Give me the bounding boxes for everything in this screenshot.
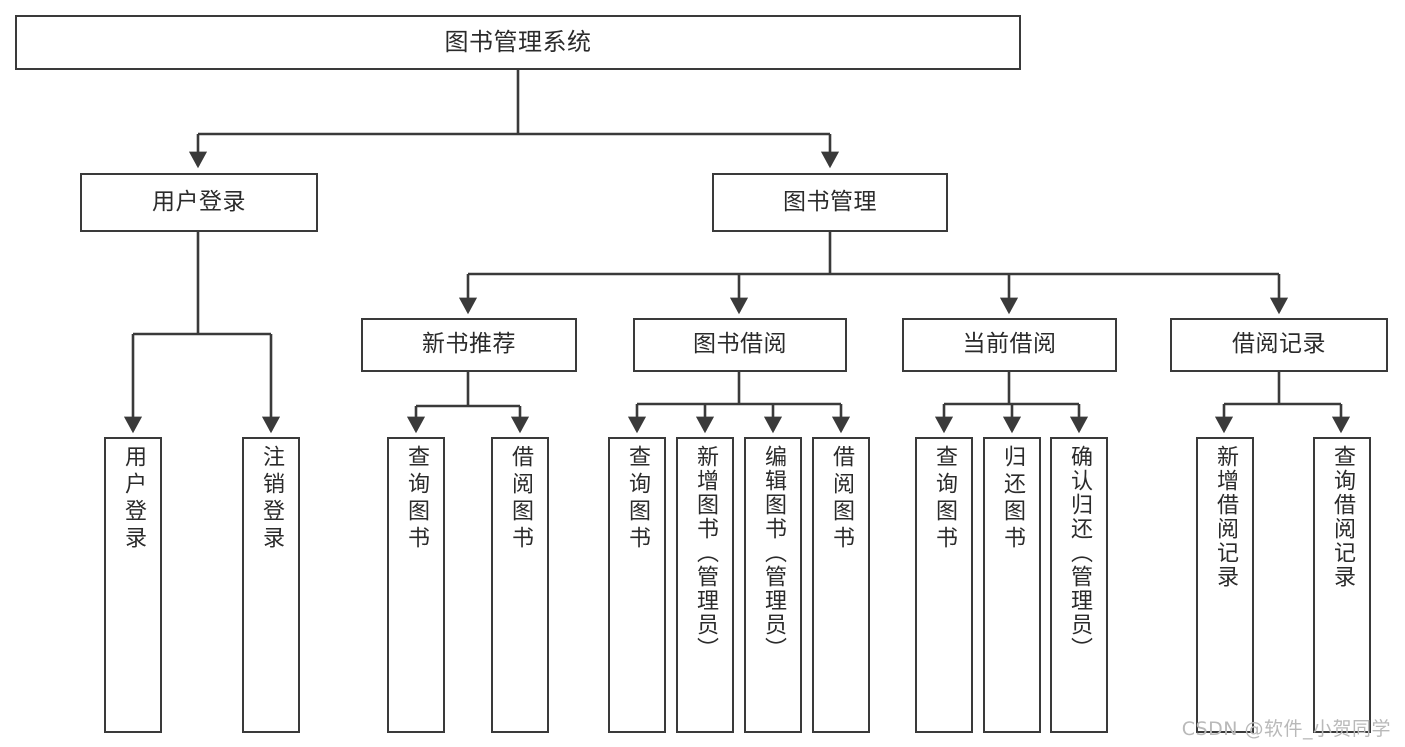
node-label: 借阅图书 [508,445,533,553]
node-label: 归还图书 [1000,445,1025,553]
node-label: 借阅记录 [1232,331,1326,358]
leaf-borrow-book-new-rec[interactable]: 借阅图书 [491,437,549,733]
node-label: 注销登录 [259,445,284,553]
watermark: CSDN @软件_小贺同学 [1181,718,1391,740]
node-label: 用户登录 [121,445,146,553]
leaf-confirm-return-admin[interactable]: 确认归还（管理员） [1050,437,1108,733]
leaf-query-book-new-rec[interactable]: 查询图书 [387,437,445,733]
leaf-query-book-current[interactable]: 查询图书 [915,437,973,733]
leaf-query-book-borrow[interactable]: 查询图书 [608,437,666,733]
leaf-edit-book-admin[interactable]: 编辑图书（管理员） [744,437,802,733]
node-label: 查询图书 [625,445,650,553]
node-label: 查询借阅记录 [1330,445,1355,589]
leaf-add-borrow-record[interactable]: 新增借阅记录 [1196,437,1254,733]
node-book-borrow[interactable]: 图书借阅 [633,318,847,372]
leaf-user-login[interactable]: 用户登录 [104,437,162,733]
node-label: 查询图书 [932,445,957,553]
node-label: 新增借阅记录 [1213,445,1238,589]
node-root-book-management-system[interactable]: 图书管理系统 [15,15,1021,70]
node-label: 新增图书（管理员） [693,445,718,661]
leaf-borrow-book[interactable]: 借阅图书 [812,437,870,733]
node-label: 当前借阅 [962,331,1057,358]
node-new-book-recommendation[interactable]: 新书推荐 [361,318,577,372]
node-user-login[interactable]: 用户登录 [80,173,318,232]
leaf-add-book-admin[interactable]: 新增图书（管理员） [676,437,734,733]
node-label: 图书管理系统 [444,28,592,57]
node-label: 借阅图书 [829,445,854,553]
node-label: 确认归还（管理员） [1067,445,1092,661]
node-current-borrow[interactable]: 当前借阅 [902,318,1117,372]
leaf-logout[interactable]: 注销登录 [242,437,300,733]
node-borrow-record[interactable]: 借阅记录 [1170,318,1388,372]
leaf-query-borrow-record[interactable]: 查询借阅记录 [1313,437,1371,733]
node-label: 新书推荐 [422,331,516,358]
node-book-management[interactable]: 图书管理 [712,173,948,232]
node-label: 查询图书 [404,445,429,553]
node-label: 编辑图书（管理员） [761,445,786,661]
node-label: 图书借阅 [693,331,787,358]
leaf-return-book[interactable]: 归还图书 [983,437,1041,733]
node-label: 用户登录 [152,188,246,215]
node-label: 图书管理 [783,188,877,215]
